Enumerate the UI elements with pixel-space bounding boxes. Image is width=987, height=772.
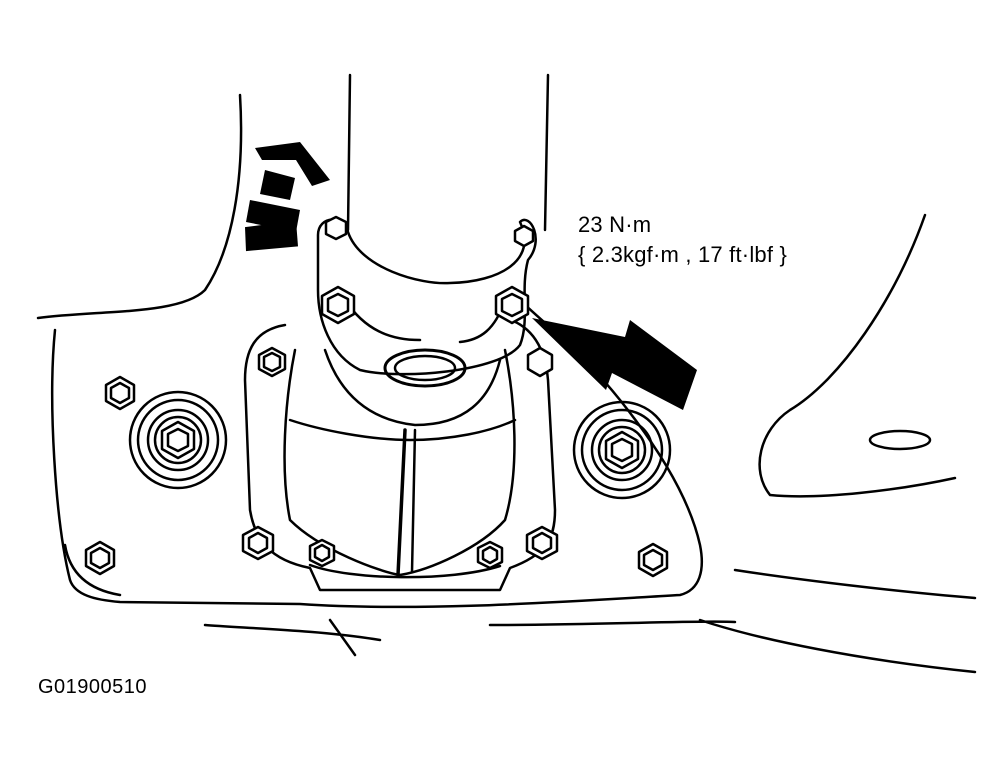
hex-bolt-icon — [241, 525, 275, 561]
hex-bolt-icon — [84, 540, 116, 576]
hex-bolt-icon — [320, 285, 356, 325]
hex-bolt-icon — [513, 224, 535, 248]
yoke-opening — [383, 348, 467, 388]
lower-rail — [203, 623, 382, 642]
hex-bolt-icon — [637, 542, 669, 578]
panel-oval-hole — [868, 429, 932, 451]
torque-alt-units: { 2.3kgf·m , 17 ft·lbf } — [578, 242, 788, 267]
torque-spec-label: 23 N·m { 2.3kgf·m , 17 ft·lbf } — [578, 210, 787, 270]
hex-bolt-icon — [160, 420, 196, 460]
right-body-panel — [758, 213, 957, 498]
left-bushing — [128, 390, 228, 490]
hex-bolt-icon — [494, 285, 530, 325]
hex-bolt-icon — [604, 430, 640, 470]
hex-bolt-icon — [324, 215, 348, 241]
figure-id: G01900510 — [38, 676, 148, 698]
torque-metric: 23 N·m — [578, 212, 652, 237]
shaft-clamp — [316, 218, 537, 376]
driveshaft-tube — [346, 73, 352, 232]
hex-bolt-icon — [476, 540, 504, 570]
bolt-pointer-arrow-icon — [532, 318, 697, 410]
center-rib — [396, 428, 407, 577]
hex-bolts — [84, 215, 669, 578]
hex-bolt-icon — [526, 346, 554, 378]
up-direction-arrow-icon — [245, 142, 330, 252]
hex-bolt-icon — [104, 375, 136, 411]
hex-bolt-icon — [257, 346, 287, 378]
hex-bolt-icon — [308, 538, 336, 568]
left-body-panel — [36, 93, 243, 320]
right-bushing — [572, 400, 672, 500]
hex-bolt-icon — [525, 525, 559, 561]
